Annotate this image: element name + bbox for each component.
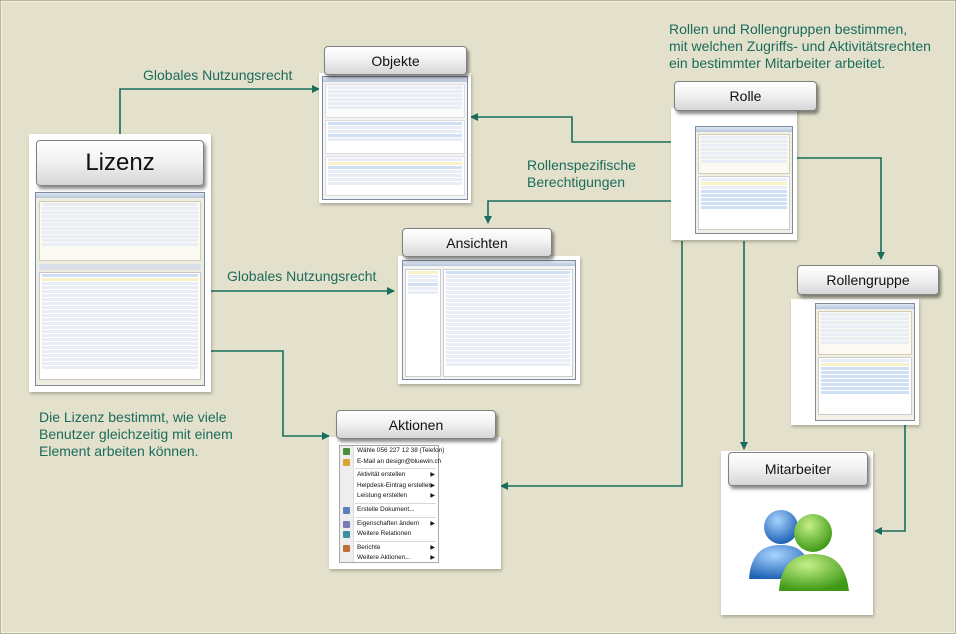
node-aktionen-label: Aktionen xyxy=(388,416,444,433)
note-rollen-info: Rollen und Rollengruppen bestimmen, mit … xyxy=(669,21,931,71)
context-menu-item[interactable]: Erstelle Dokument... xyxy=(340,505,438,516)
menu-separator xyxy=(355,468,436,470)
node-lizenz-label: Lizenz xyxy=(85,149,155,176)
context-menu-item-label: Aktivität erstellen xyxy=(357,471,406,479)
node-aktionen: Aktionen xyxy=(336,410,496,439)
edge-label-nutzung-1: Globales Nutzungsrecht xyxy=(143,67,293,83)
node-rolle: Rolle xyxy=(674,81,817,111)
note-lizenz-info: Die Lizenz bestimmt, wie viele Benutzer … xyxy=(39,409,233,459)
submenu-arrow-icon: ▶ xyxy=(430,493,435,500)
document-icon xyxy=(343,506,350,514)
context-menu-item-label: Berichte xyxy=(357,543,381,551)
context-menu-item[interactable]: Weitere Relationen xyxy=(340,529,438,540)
properties-icon xyxy=(343,520,350,528)
arrow-rolle-ansichten xyxy=(484,200,671,224)
node-mitarbeiter-label: Mitarbeiter xyxy=(764,461,832,477)
node-objekte-label: Objekte xyxy=(371,52,420,69)
arrow-lizenz-objekte xyxy=(119,85,320,134)
context-menu-item[interactable]: Berichte ▶ xyxy=(340,543,438,554)
context-menu-item[interactable]: Eigenschaften ändern ▶ xyxy=(340,519,438,530)
context-menu-item-label: Weitere Relationen xyxy=(357,530,412,538)
submenu-arrow-icon: ▶ xyxy=(430,482,435,489)
node-mitarbeiter: Mitarbeiter xyxy=(728,452,868,486)
context-menu-item[interactable]: E-Mail an design@bluewin.ch xyxy=(340,457,442,468)
context-menu-item-label: Wähle 056 227 12 38 (Telefon) xyxy=(357,447,445,454)
report-icon xyxy=(343,544,350,552)
context-menu-item[interactable]: Leistung erstellen ▶ xyxy=(340,491,438,502)
submenu-arrow-icon: ▶ xyxy=(430,472,435,479)
arrow-rollengruppe-mitarbeiter xyxy=(874,425,906,535)
rollengruppe-screenshot xyxy=(791,299,919,425)
arrow-rolle-rollengruppe xyxy=(797,157,885,260)
node-rollengruppe: Rollengruppe xyxy=(797,265,939,295)
node-lizenz: Lizenz xyxy=(36,140,204,186)
node-ansichten-label: Ansichten xyxy=(446,234,508,251)
context-menu-item-label: Erstelle Dokument... xyxy=(357,505,415,513)
phone-icon xyxy=(343,448,350,455)
submenu-arrow-icon: ▶ xyxy=(430,544,435,551)
context-menu-item-label: Helpdesk-Eintrag erstellen xyxy=(357,481,432,489)
aktionen-screenshot: Wähle 056 227 12 38 (Telefon) E-Mail an d… xyxy=(329,437,501,569)
context-menu-item[interactable]: Weitere Aktionen... ▶ xyxy=(340,553,438,564)
menu-separator xyxy=(355,502,436,504)
node-ansichten: Ansichten xyxy=(402,228,552,257)
mail-icon xyxy=(343,458,350,466)
node-rolle-label: Rolle xyxy=(729,88,762,104)
context-menu-item-label: Eigenschaften ändern xyxy=(357,519,420,527)
node-objekte: Objekte xyxy=(324,46,467,75)
arrow-lizenz-aktionen xyxy=(211,350,330,440)
context-menu-item[interactable]: Helpdesk-Eintrag erstellen▶ xyxy=(340,481,438,492)
note-rollenspezifisch: Rollenspezifische Berechtigungen xyxy=(527,157,636,190)
node-rollengruppe-label: Rollengruppe xyxy=(826,272,910,288)
context-menu-item[interactable]: Aktivität erstellen ▶ xyxy=(340,470,438,481)
submenu-arrow-icon: ▶ xyxy=(430,520,435,527)
context-menu: Wähle 056 227 12 38 (Telefon) E-Mail an d… xyxy=(339,445,444,564)
menu-separator xyxy=(355,540,436,542)
ansichten-screenshot xyxy=(398,256,580,384)
context-menu-item-label: Weitere Aktionen... xyxy=(357,554,411,562)
objekte-screenshot xyxy=(319,73,471,203)
relations-icon xyxy=(343,531,350,539)
context-menu-item-label: E-Mail an design@bluewin.ch xyxy=(357,457,442,465)
edge-label-nutzung-2: Globales Nutzungsrecht xyxy=(227,268,377,284)
submenu-arrow-icon: ▶ xyxy=(430,555,435,562)
arrow-rolle-aktionen xyxy=(500,241,683,490)
context-menu-item-label: Leistung erstellen xyxy=(357,492,408,500)
menu-separator xyxy=(355,516,436,518)
users-icon xyxy=(749,510,849,591)
context-menu-item[interactable]: Wähle 056 227 12 38 (Telefon) xyxy=(340,446,444,457)
rolle-screenshot xyxy=(671,108,797,240)
arrow-rolle-objekte xyxy=(470,113,671,143)
